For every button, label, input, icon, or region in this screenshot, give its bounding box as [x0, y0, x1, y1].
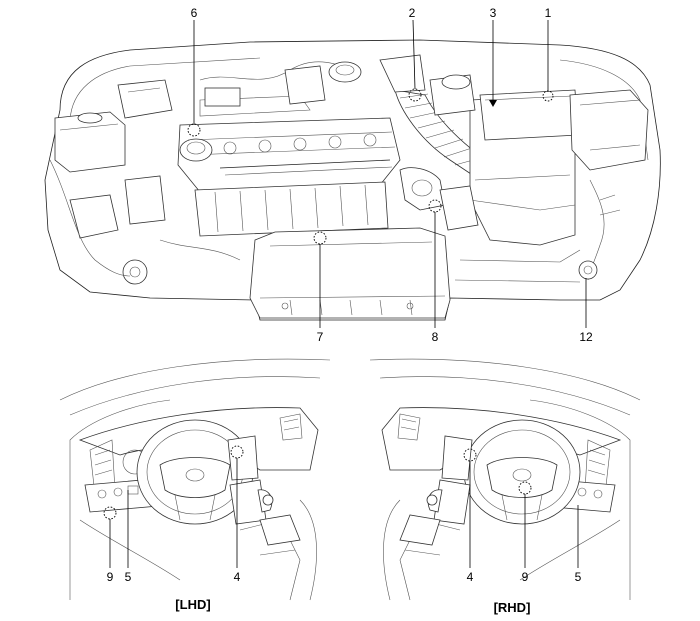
lhd-label-9: 9 [107, 570, 114, 584]
rhd-caption: [RHD] [494, 600, 531, 615]
rhd-label-9: 9 [522, 570, 529, 584]
lhd-callout-4 [230, 445, 244, 568]
rhd-label-4: 4 [467, 570, 474, 584]
callout-1 [542, 20, 554, 102]
rhd-callout-4 [463, 448, 477, 568]
label-12: 12 [579, 330, 593, 344]
rhd-callout-9 [518, 481, 532, 568]
label-3: 3 [490, 6, 497, 20]
rhd-dashboard-illustration [369, 358, 641, 601]
lhd-label-5: 5 [125, 570, 132, 584]
callout-7 [313, 231, 327, 328]
callout-8 [428, 199, 442, 328]
callout-6 [187, 20, 201, 137]
lhd-callout-9 [103, 506, 117, 568]
callout-2 [408, 19, 422, 102]
label-1: 1 [545, 6, 552, 20]
label-7: 7 [317, 330, 324, 344]
engine-compartment-illustration [44, 39, 661, 321]
label-6: 6 [191, 6, 198, 20]
lhd-dashboard-illustration [59, 358, 331, 601]
label-8: 8 [432, 330, 439, 344]
label-2: 2 [409, 6, 416, 20]
callout-3 [489, 20, 497, 107]
lhd-label-4: 4 [234, 570, 241, 584]
rhd-label-5: 5 [575, 570, 582, 584]
lhd-caption: [LHD] [175, 597, 210, 612]
